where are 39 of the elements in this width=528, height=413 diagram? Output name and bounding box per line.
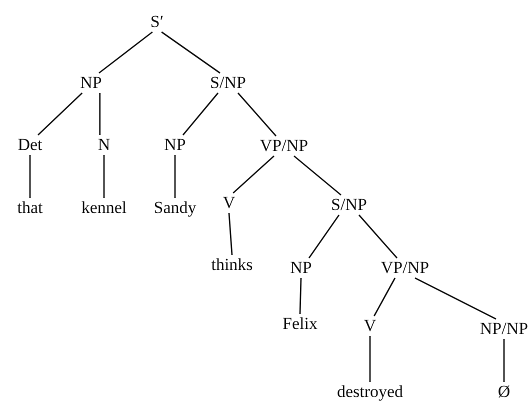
tree-branch-line: [182, 92, 219, 136]
tree-node-label: NP: [164, 136, 186, 154]
tree-node-label: kennel: [81, 199, 127, 217]
tree-node-label: S/NP: [331, 196, 367, 214]
tree-branch-line: [99, 93, 101, 135]
tree-node-label: NP/NP: [480, 320, 528, 338]
tree-branch-line: [237, 92, 277, 136]
tree-node-label: VP/NP: [380, 259, 430, 277]
tree-node-label: Felix: [282, 315, 318, 333]
tree-branch-line: [374, 278, 396, 316]
tree-node-label: S/NP: [210, 74, 246, 92]
tree-branch-line: [294, 155, 342, 196]
tree-node-label: destroyed: [336, 383, 404, 401]
tree-node-label: NP: [80, 74, 102, 92]
tree-node-label: VP/NP: [260, 137, 308, 155]
tree-branch-line: [29, 155, 31, 198]
tree-branch-line: [414, 277, 496, 320]
tree-node-label: Sandy: [154, 199, 196, 217]
tree-node-label: NP: [290, 259, 312, 277]
tree-node-label: Ø: [498, 383, 510, 401]
tree-branch-line: [308, 214, 340, 258]
tree-branch-line: [228, 212, 233, 256]
tree-node-label: V: [364, 317, 376, 335]
tree-branch-line: [103, 155, 105, 198]
tree-node-label: thinks: [211, 256, 253, 274]
tree-node-label: N: [98, 136, 110, 154]
tree-node-label: V: [222, 194, 236, 212]
tree-node-label: S′: [150, 13, 164, 31]
tree-branch-line: [174, 155, 176, 198]
tree-branch-line: [98, 31, 153, 74]
tree-branch-line: [299, 278, 302, 314]
tree-node-label: that: [17, 199, 43, 217]
tree-node-label: Det: [18, 136, 42, 154]
tree-branch-line: [38, 92, 83, 136]
tree-branch-line: [358, 214, 398, 258]
tree-branch-line: [503, 339, 505, 382]
tree-branch-line: [232, 155, 274, 194]
tree-branch-line: [369, 336, 371, 382]
tree-branch-line: [161, 31, 220, 74]
